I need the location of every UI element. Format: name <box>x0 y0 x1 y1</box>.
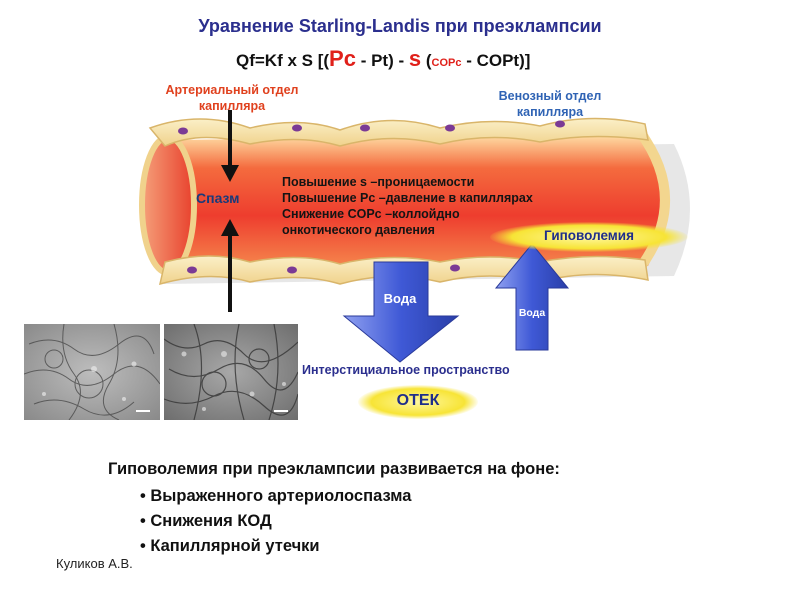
nucleus <box>287 266 297 274</box>
venous-section-label: Венозный отдел капилляра <box>498 89 602 119</box>
spasm-arrow-up-head <box>221 219 239 236</box>
hypovolemia-label: Гиповолемия <box>544 228 634 243</box>
effect-item: Повышение Pc –давление в капиллярах <box>282 191 533 205</box>
nucleus <box>292 124 302 132</box>
equation-pc: Pc <box>329 46 356 71</box>
nucleus <box>187 266 197 274</box>
summary-bullet: • Снижения КОД <box>140 512 272 530</box>
equation-copc: COPc <box>431 57 462 69</box>
water-in-arrow <box>494 243 570 351</box>
effect-item: онкотического давления <box>282 223 435 237</box>
effect-item: Повышение s –проницаемости <box>282 175 475 189</box>
effect-item: Снижение COPc –коллойдно <box>282 207 460 221</box>
nucleus <box>178 127 188 135</box>
arterial-section-label: Артериальный отдел капилляра <box>165 83 299 113</box>
summary-heading: Гиповолемия при преэклампсии развивается… <box>108 460 560 478</box>
vessel-top-wall <box>148 117 649 147</box>
interstitial-space-label: Интерстициальное пространство <box>302 363 510 377</box>
vessel-right-end <box>635 129 670 271</box>
author-credit: Куликов А.В. <box>56 556 133 571</box>
micrograph-left <box>24 324 160 420</box>
summary-bullet: • Выраженного артериолоспазма <box>140 487 412 505</box>
equation-part-2: - Pt) - <box>355 51 409 70</box>
water-out-label: Вода <box>383 291 417 306</box>
water-in-arrow-shape <box>494 243 570 351</box>
micrograph-right <box>164 324 298 420</box>
equation-part-3: ( <box>421 51 432 70</box>
nucleus <box>555 120 565 128</box>
spasm-arrow-down-head <box>221 165 239 182</box>
vessel-left-opening <box>139 134 197 276</box>
water-out-arrow-shape <box>342 261 460 363</box>
spasm-arrows <box>221 110 239 312</box>
edema-label: ОТЕК <box>396 392 440 409</box>
nucleus <box>450 264 460 272</box>
slide-title: Уравнение Starling-Landis при преэклампс… <box>198 16 602 36</box>
nucleus <box>445 124 455 132</box>
top-nuclei <box>178 120 565 135</box>
summary-bullet: • Капиллярной утечки <box>140 537 320 555</box>
equation-sigma: s <box>408 46 422 71</box>
water-out-arrow <box>342 261 460 363</box>
equation-part-4: - COPt)] <box>461 51 531 70</box>
nucleus <box>360 124 370 132</box>
starling-equation: Qf=Kf x S [(Pc - Pt) - s (COPc - COPt)] <box>236 46 530 72</box>
hypovolemia-highlight <box>490 222 688 252</box>
water-in-label: Вода <box>518 307 546 319</box>
edema-highlight <box>358 385 478 419</box>
spasm-label: Спазм <box>196 190 240 206</box>
equation-part-1: Qf=Kf x S [( <box>236 51 330 70</box>
effects-list: Повышение s –проницаемости Повышение Pc … <box>282 174 533 238</box>
